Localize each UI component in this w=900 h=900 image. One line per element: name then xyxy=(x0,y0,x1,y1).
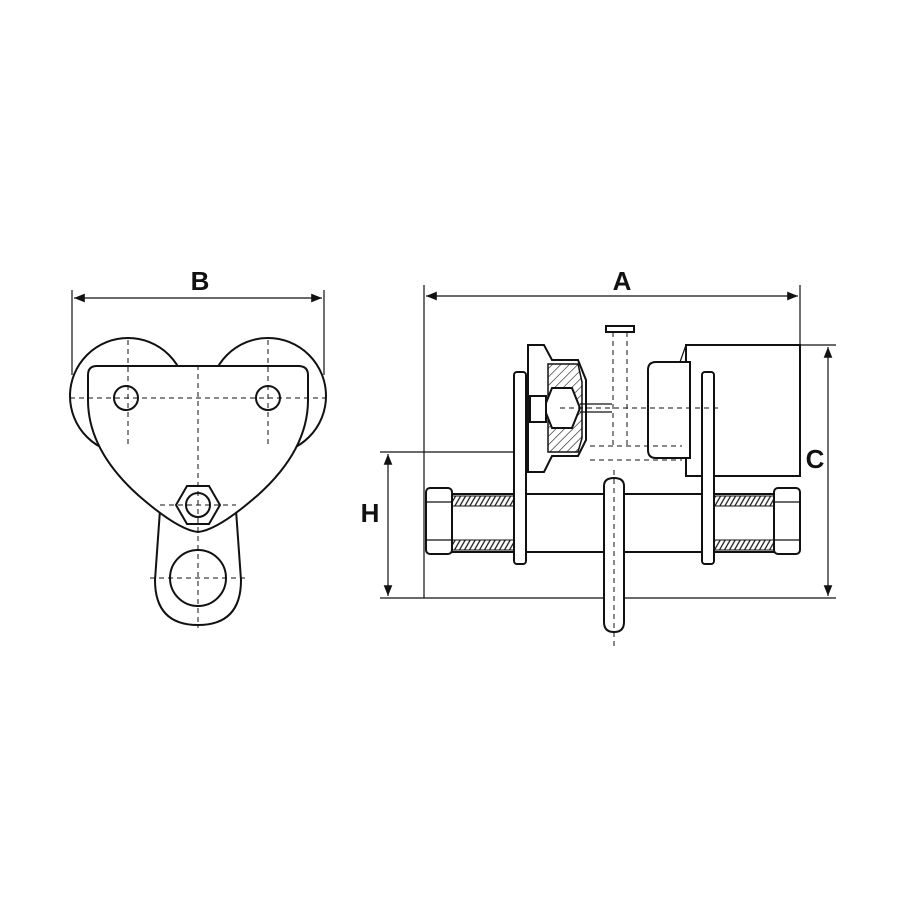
dimension-h-label: H xyxy=(361,498,380,528)
left-end-nut xyxy=(425,487,453,555)
axle-stub xyxy=(529,395,547,423)
side-view: B xyxy=(69,266,327,628)
front-view: A C H xyxy=(361,266,836,648)
dimension-b: B xyxy=(71,266,325,375)
right-end-nut xyxy=(773,487,801,555)
right-wheel-hub xyxy=(647,361,691,459)
dimension-c-label: C xyxy=(806,444,825,474)
left-side-plate xyxy=(513,371,527,565)
dimension-b-label: B xyxy=(191,266,210,296)
dimension-a: A xyxy=(423,266,801,598)
bolt-head xyxy=(605,325,635,333)
dimension-a-label: A xyxy=(613,266,632,296)
right-side-plate xyxy=(701,371,715,565)
